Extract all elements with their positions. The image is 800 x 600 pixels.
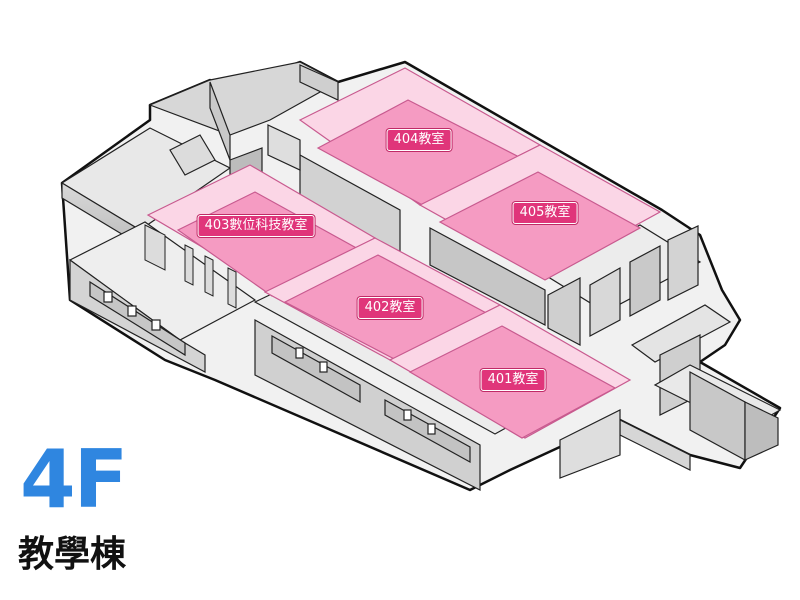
west-annex <box>60 61 340 247</box>
room-label-402[interactable]: 402教室 <box>357 297 423 319</box>
room-label-401[interactable]: 401教室 <box>480 369 546 391</box>
floor-code: 4F <box>20 433 128 526</box>
building-name: 教學棟 <box>18 534 127 575</box>
room-label-403[interactable]: 403數位科技教室 <box>197 215 315 237</box>
room-label-405[interactable]: 405教室 <box>512 202 578 224</box>
room-403-columns <box>144 224 237 309</box>
west-corridor <box>68 221 257 373</box>
east-corridor <box>559 364 782 479</box>
room-label-404[interactable]: 404教室 <box>386 129 452 151</box>
